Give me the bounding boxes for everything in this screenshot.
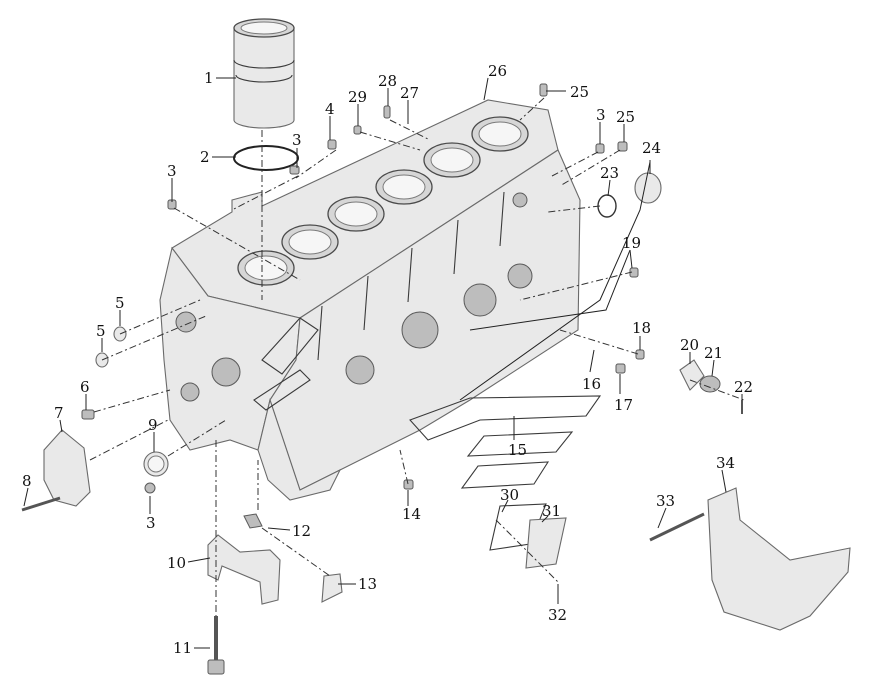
callout-6: 6 bbox=[80, 378, 90, 396]
leader-lines bbox=[23, 77, 743, 649]
callout-3-left: 3 bbox=[167, 162, 177, 180]
cover-plate-b bbox=[460, 461, 550, 489]
mount-bolt bbox=[649, 512, 705, 542]
small-bracket bbox=[321, 573, 343, 603]
callout-labels: 1 2 3 3 3 3 4 5 5 6 7 8 9 10 11 12 13 14… bbox=[22, 62, 753, 657]
callout-11: 11 bbox=[173, 639, 192, 657]
inspection-cover bbox=[525, 517, 567, 569]
main-bearing-bolt bbox=[207, 616, 225, 675]
plug-lower bbox=[144, 482, 156, 494]
housing-bolt bbox=[21, 496, 61, 512]
callout-25-right: 25 bbox=[616, 108, 635, 126]
callout-24: 24 bbox=[642, 139, 661, 157]
callout-15: 15 bbox=[508, 441, 527, 459]
callout-14: 14 bbox=[402, 505, 421, 523]
callout-22: 22 bbox=[734, 378, 753, 396]
callout-18: 18 bbox=[632, 319, 651, 337]
callout-25-top: 25 bbox=[570, 83, 589, 101]
callout-13: 13 bbox=[358, 575, 377, 593]
cover-plate-c bbox=[409, 395, 602, 441]
callout-3-top: 3 bbox=[292, 131, 302, 149]
callout-7: 7 bbox=[54, 404, 64, 422]
callout-26: 26 bbox=[488, 62, 507, 80]
callout-27: 27 bbox=[400, 84, 419, 102]
callout-12: 12 bbox=[292, 522, 311, 540]
callout-4: 4 bbox=[325, 100, 335, 118]
callout-2: 2 bbox=[200, 148, 210, 166]
main-bearing-cap bbox=[207, 534, 281, 605]
callout-3-bottom: 3 bbox=[146, 514, 156, 532]
callout-9: 9 bbox=[148, 416, 158, 434]
callout-28: 28 bbox=[378, 72, 397, 90]
callout-32: 32 bbox=[548, 606, 567, 624]
cylinder-liner bbox=[233, 18, 295, 129]
callout-3-right: 3 bbox=[596, 106, 606, 124]
callout-20: 20 bbox=[680, 336, 699, 354]
assembly-lines bbox=[89, 97, 745, 616]
thermostat-gasket bbox=[679, 359, 705, 391]
callout-16: 16 bbox=[582, 375, 601, 393]
callout-5-lower: 5 bbox=[96, 322, 106, 340]
o-ring bbox=[233, 145, 299, 171]
o-ring-small bbox=[597, 194, 617, 218]
round-cover bbox=[634, 172, 662, 204]
cam-bushing bbox=[143, 451, 169, 477]
dowel-pin bbox=[81, 409, 95, 420]
callout-10: 10 bbox=[167, 554, 186, 572]
callout-5-upper: 5 bbox=[115, 294, 125, 312]
cylinder-block bbox=[159, 99, 581, 501]
front-housing bbox=[43, 429, 91, 507]
callout-17: 17 bbox=[614, 396, 633, 414]
piston-cooling-nozzle bbox=[243, 513, 263, 529]
cover-plate-a bbox=[466, 431, 574, 457]
callout-21: 21 bbox=[704, 344, 723, 362]
callout-30: 30 bbox=[500, 486, 519, 504]
callout-33: 33 bbox=[656, 492, 675, 510]
thermostat-housing bbox=[699, 375, 721, 393]
callout-29: 29 bbox=[348, 88, 367, 106]
callout-23: 23 bbox=[600, 164, 619, 182]
callout-34: 34 bbox=[716, 454, 735, 472]
engine-mount-bracket bbox=[707, 487, 851, 631]
callout-31: 31 bbox=[542, 502, 561, 520]
callout-8: 8 bbox=[22, 472, 32, 490]
callout-19: 19 bbox=[622, 234, 641, 252]
callout-1: 1 bbox=[204, 69, 214, 87]
